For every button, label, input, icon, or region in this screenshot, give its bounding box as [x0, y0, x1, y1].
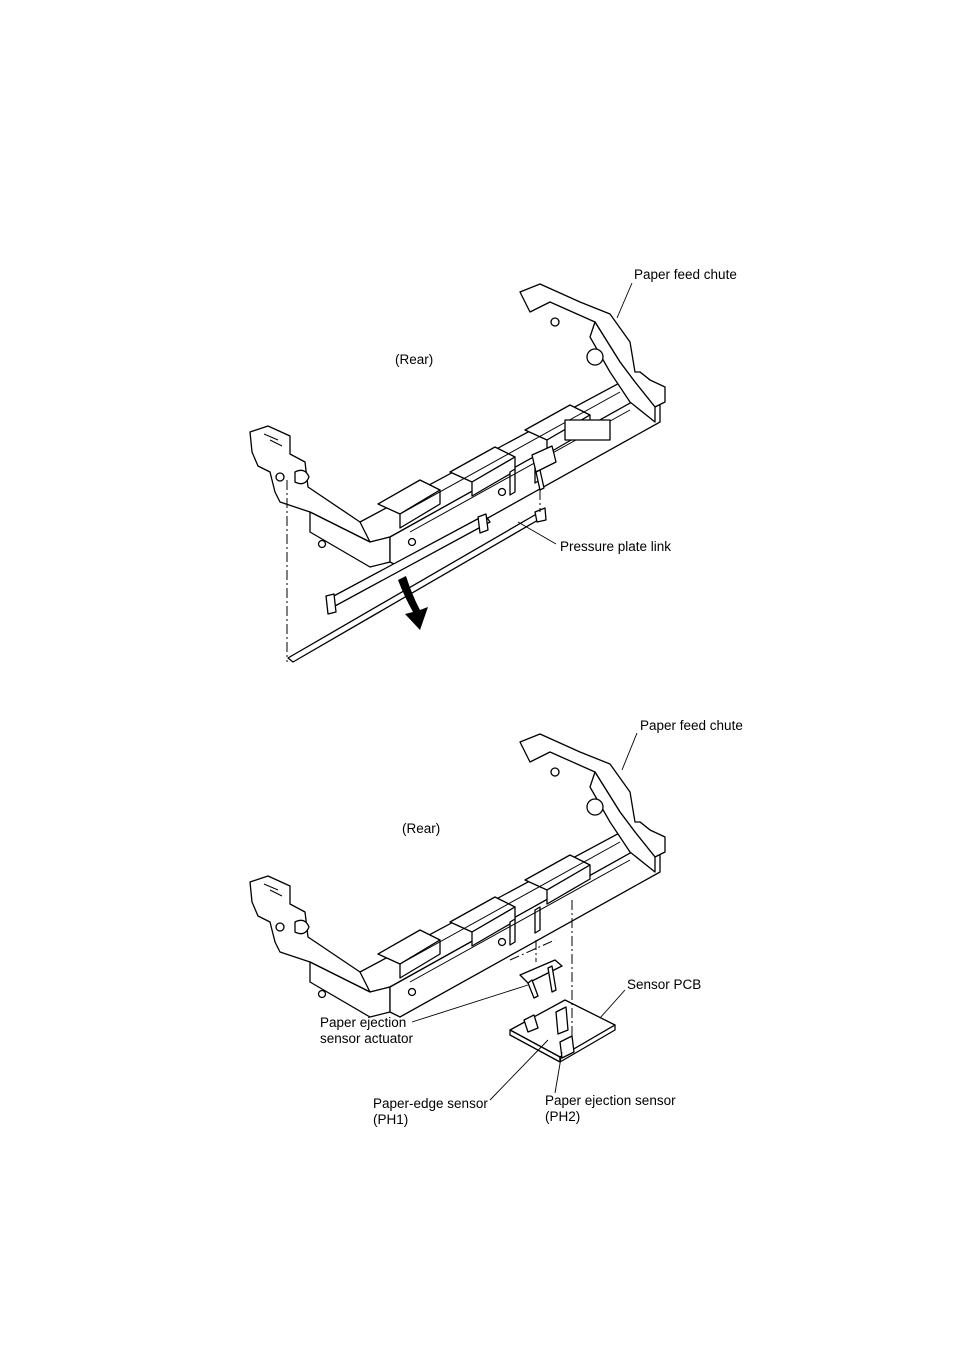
- bottom-paper-feed-chute-drawing: [249, 733, 666, 1018]
- bottom-label-actuator-line1: Paper ejection: [320, 1015, 407, 1030]
- rotate-arrow-icon: [398, 576, 428, 630]
- bottom-leader-ph1: [489, 1039, 549, 1101]
- bottom-leader-actuator: [411, 984, 529, 1023]
- bottom-label-sensor-pcb: Sensor PCB: [627, 977, 702, 992]
- top-paper-feed-chute-drawing: [249, 283, 666, 568]
- bottom-label-ph2-line1: Paper ejection sensor: [545, 1093, 676, 1108]
- bottom-leader-chute: [621, 732, 638, 771]
- top-label-paper-feed-chute: Paper feed chute: [634, 267, 737, 282]
- bottom-label-actuator-line2: sensor actuator: [320, 1031, 414, 1046]
- bottom-leader-pcb: [599, 989, 626, 1019]
- top-label-pressure-plate-link: Pressure plate link: [560, 539, 672, 554]
- bottom-label-ph1-line2: (PH1): [373, 1112, 409, 1127]
- top-leader-link: [517, 521, 557, 545]
- top-pressure-plate-link-drawing: [286, 480, 547, 663]
- bottom-label-rear: (Rear): [402, 821, 441, 836]
- top-label-rear: (Rear): [395, 352, 434, 367]
- bottom-label-ph1-line1: Paper-edge sensor: [373, 1096, 488, 1111]
- top-leader-chute: [616, 282, 633, 319]
- bottom-label-paper-feed-chute: Paper feed chute: [640, 718, 743, 733]
- bottom-sensor-parts-drawing: [509, 900, 616, 1063]
- bottom-label-ph2-line2: (PH2): [545, 1109, 581, 1124]
- bottom-leader-ph2: [554, 1051, 563, 1094]
